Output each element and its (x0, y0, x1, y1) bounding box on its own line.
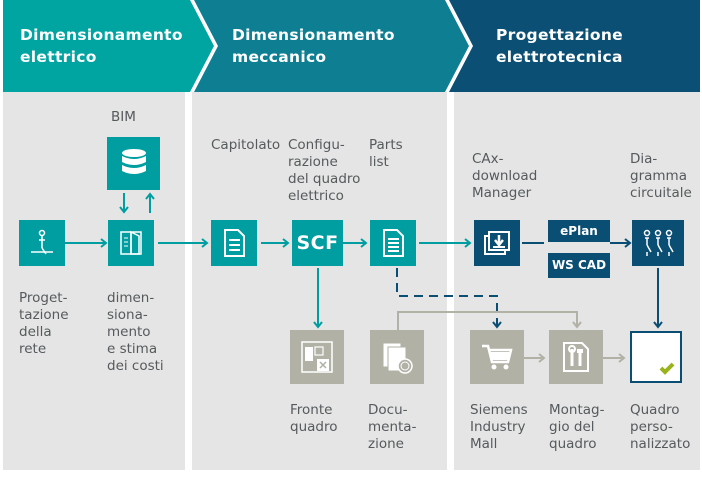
shopping-cart-icon (482, 344, 513, 370)
label-dimensionamento: dimen- siona- mento e stima dei costi (107, 290, 164, 374)
panel-front-icon (301, 341, 333, 373)
scf-label: SCF (296, 232, 339, 254)
label-capitolato: Capitolato (211, 137, 281, 153)
dimensionamento-box (108, 220, 154, 266)
label-configurazione: Configu- razione del quadro elettrico (288, 137, 361, 204)
database-icon (121, 148, 146, 174)
document-icon (224, 229, 245, 257)
cax-box (474, 220, 520, 266)
fronte-quadro-box (290, 330, 344, 384)
download-icon (484, 231, 510, 255)
label-documentazione: Docu- menta- zione (368, 402, 417, 452)
documents-stamp-icon (382, 342, 413, 374)
network-node-icon (31, 229, 53, 255)
checkmark-icon (659, 362, 675, 375)
header-mechanical-shape (194, 0, 469, 92)
tools-icon (563, 342, 589, 372)
documentazione-box (370, 330, 424, 384)
eplan-box: ePlan (548, 220, 610, 242)
parts-list-icon (383, 229, 404, 257)
label-progettazione-rete: Proget- tazione della rete (19, 290, 69, 357)
label-diagramma: Dia- gramma circuitale (630, 151, 692, 201)
wscad-box: WS CAD (548, 253, 610, 278)
header-mechanical: Dimensionamento meccanico (232, 26, 395, 66)
header-chevrons (3, 0, 700, 92)
scf-box: SCF (292, 220, 343, 266)
arrow-parts-siemens-dashed (396, 268, 502, 329)
label-siemens-mall: Siemens Industry Mall (470, 402, 528, 452)
quadro-personalizzato-box (630, 331, 682, 383)
label-montaggio: Montag- gio del quadro (549, 402, 605, 452)
label-quadro-personalizzato: Quadro perso- nalizzato (630, 402, 691, 452)
capitolato-box (211, 220, 257, 266)
header-electrotechnical-shape (449, 0, 700, 92)
header-electrical: Dimensionamento elettrico (20, 26, 183, 66)
arrow-documentazione-montaggio (397, 311, 582, 335)
label-bim: BIM (111, 109, 136, 125)
label-fronte-quadro: Fronte quadro (290, 402, 338, 435)
parts-list-box (370, 220, 416, 266)
diagramma-box (632, 220, 684, 266)
label-cax: CAx- download Manager (472, 151, 538, 201)
header-electrotechnical: Progettazione elettrotecnica (496, 26, 623, 66)
switchboard-open-icon (120, 230, 142, 255)
header-electrical-shape (3, 0, 214, 92)
progettazione-rete-box (19, 220, 65, 266)
panel-mechanical-bg (192, 92, 447, 470)
bim-box (107, 137, 160, 190)
montaggio-box (549, 330, 603, 384)
siemens-mall-box (470, 330, 524, 384)
circuit-diagram-icon (643, 229, 674, 256)
label-parts-list: Parts list (369, 137, 403, 170)
